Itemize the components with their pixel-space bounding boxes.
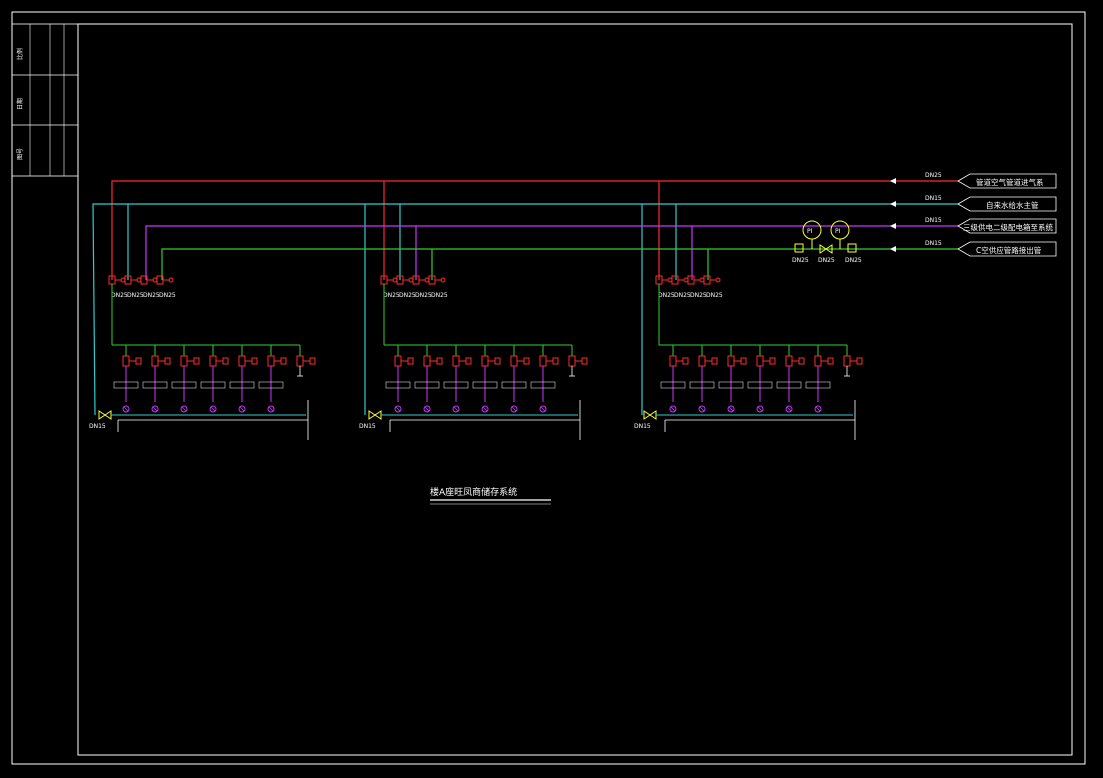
- svg-text:DN15: DN15: [925, 217, 942, 224]
- outlet: [501, 345, 530, 413]
- tap-label: DN25: [706, 292, 723, 299]
- tap-label: DN25: [674, 292, 691, 299]
- drain-label: DN15: [359, 423, 376, 430]
- svg-text:DN15: DN15: [925, 195, 942, 202]
- tap-label: DN25: [690, 292, 707, 299]
- tap-label: DN25: [111, 292, 128, 299]
- outlet: [171, 345, 200, 413]
- outlet: [414, 345, 443, 413]
- tap-label: DN25: [159, 292, 176, 299]
- outlet: [113, 345, 142, 413]
- drain-valve: DN15: [359, 410, 578, 430]
- outlet: [385, 345, 414, 413]
- outlet: [296, 345, 316, 377]
- tap-label: DN25: [399, 292, 416, 299]
- title-block-cell-2: 日期: [16, 98, 24, 110]
- outlet: [472, 345, 501, 413]
- tap-valve: DN25: [703, 275, 723, 299]
- drain-valve: DN15: [634, 410, 853, 430]
- inner-frame: [77, 23, 1073, 756]
- outlet: [689, 345, 718, 413]
- tap-valve: DN25: [156, 275, 176, 299]
- tap-label: DN25: [383, 292, 400, 299]
- supply-label-gas: DN25 管道空气管道进气系: [890, 172, 1057, 189]
- main-supply-lines: [92, 180, 958, 416]
- drawing-title-text: 楼A座旺凤商储存系统: [430, 486, 517, 498]
- supply-label-green-text: C空供应管路接出管: [976, 245, 1042, 255]
- drawing-title: 楼A座旺凤商储存系统: [430, 486, 551, 505]
- supply-label-water-text: 自来水给水主管: [986, 200, 1039, 210]
- tap-valve: DN25: [428, 275, 448, 299]
- svg-text:DN25: DN25: [792, 257, 809, 264]
- svg-text:PI: PI: [835, 228, 841, 235]
- outlet: [229, 345, 258, 413]
- outlet: [718, 345, 747, 413]
- tap-label: DN25: [415, 292, 432, 299]
- svg-text:PI: PI: [807, 228, 813, 235]
- outer-frame: [11, 11, 1086, 765]
- supply-label-green: DN15 C空供应管路接出管: [890, 240, 1057, 257]
- drain-label: DN15: [89, 423, 106, 430]
- supply-label-gas-text: 管道空气管道进气系: [976, 177, 1044, 187]
- supply-labels: DN25 管道空气管道进气系 DN15 自来水给水主管 DN15 三级供电二级配…: [890, 172, 1057, 257]
- title-block-cell-1: 比例: [16, 48, 24, 60]
- outlet: [443, 345, 472, 413]
- outlet: [568, 345, 588, 377]
- outlet: [660, 345, 689, 413]
- svg-text:DN25: DN25: [925, 172, 942, 179]
- gauge-assembly: PI PI DN25 DN25 DN25: [792, 220, 862, 264]
- drain-valve: DN15: [89, 410, 306, 430]
- title-block: 比例 日期 图号: [11, 23, 79, 177]
- svg-text:DN25: DN25: [845, 257, 862, 264]
- supply-label-water: DN15 自来水给水主管: [890, 195, 1057, 212]
- tap-label: DN25: [431, 292, 448, 299]
- drain-label: DN15: [634, 423, 651, 430]
- outlet: [530, 345, 559, 413]
- outlet: [776, 345, 805, 413]
- tap-valve: DN25: [412, 275, 432, 299]
- outlet: [258, 345, 287, 413]
- outlet: [142, 345, 171, 413]
- tap-label: DN25: [658, 292, 675, 299]
- outlet: [200, 345, 229, 413]
- svg-text:DN15: DN15: [925, 240, 942, 247]
- supply-label-power: DN15 三级供电二级配电箱至系统: [890, 217, 1057, 234]
- outlet: [747, 345, 776, 413]
- supply-label-power-text: 三级供电二级配电箱至系统: [963, 222, 1053, 232]
- tap-label: DN25: [127, 292, 144, 299]
- outlet: [843, 345, 863, 377]
- tap-label: DN25: [143, 292, 160, 299]
- title-block-cell-3: 图号: [17, 148, 24, 160]
- svg-text:DN25: DN25: [818, 257, 835, 264]
- outlet: [805, 345, 834, 413]
